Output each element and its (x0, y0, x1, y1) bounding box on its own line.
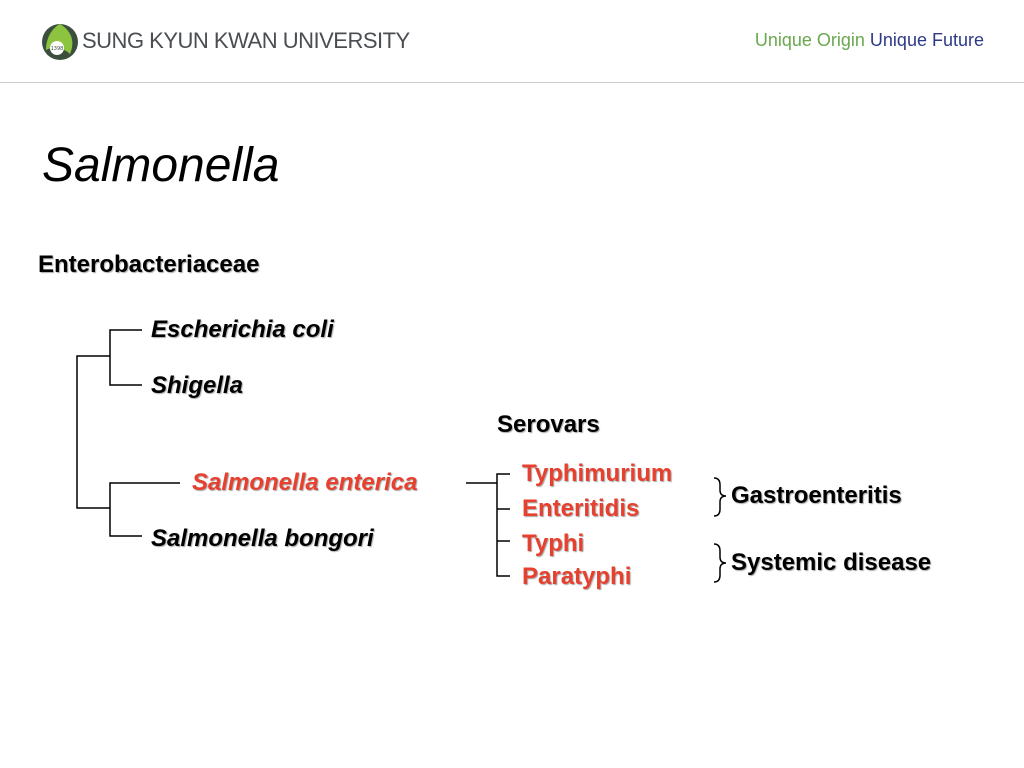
logo-year: 1398 (51, 46, 64, 52)
tagline-origin: Unique Origin (754, 30, 865, 50)
tagline: Unique Origin Unique Future (755, 30, 984, 51)
tagline-future: Unique Future (869, 30, 984, 50)
shigella-label: Shigella (151, 372, 244, 399)
enterica-label: Salmonella enterica (192, 469, 418, 496)
ecoli-label: Escherichia coli (151, 316, 334, 343)
disease-systemic: Systemic disease (731, 549, 932, 576)
salmonella-connector (109, 482, 180, 537)
slide-title: Salmonella (42, 139, 280, 192)
brace-gastro (713, 477, 727, 517)
ecoli-shigella-connector (109, 329, 142, 386)
bongori-label: Salmonella bongori (151, 525, 374, 552)
serovar-typhi: Typhi (522, 530, 585, 557)
serovar-paratyphi: Paratyphi (522, 563, 632, 590)
disease-gastroenteritis: Gastroenteritis (731, 482, 902, 509)
serovar-bracket (496, 473, 510, 577)
brace-systemic (713, 543, 727, 583)
serovars-heading: Serovars (497, 411, 600, 438)
root-label: Enterobacteriaceae (38, 251, 260, 278)
header: 1398 SUNG KYUN KWAN UNIVERSITY Unique Or… (0, 0, 1024, 83)
serovar-enteritidis: Enteritidis (522, 495, 640, 522)
university-name: SUNG KYUN KWAN UNIVERSITY (82, 28, 410, 53)
serovar-typhimurium: Typhimurium (522, 460, 673, 487)
tree-trunk-connector (76, 355, 110, 509)
university-logo-icon: 1398 (42, 24, 78, 60)
